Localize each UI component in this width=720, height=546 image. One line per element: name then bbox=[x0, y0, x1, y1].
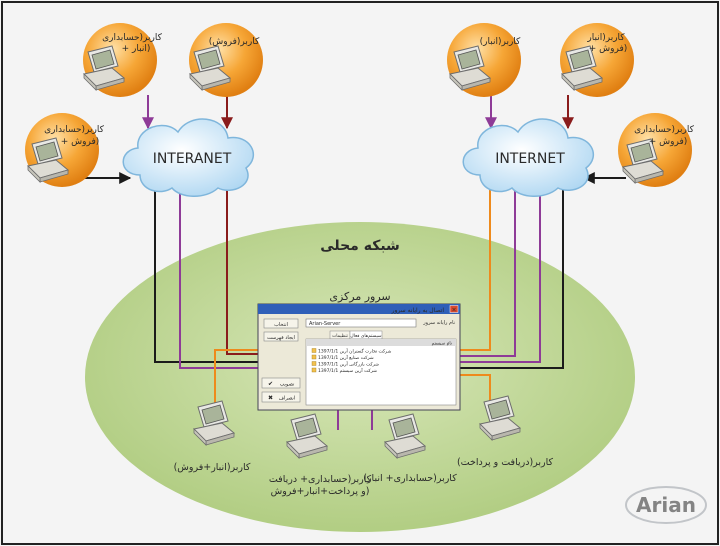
list-item[interactable]: شرکت بازرگانی آرین 1397/1/1 bbox=[311, 361, 379, 368]
intranet-cloud: INTERANET bbox=[122, 118, 255, 197]
refresh-button-label: ایجاد فهرست bbox=[267, 335, 295, 341]
browse-button[interactable] bbox=[263, 318, 299, 329]
user-label-2: و پرداخت+انبار+فروش) bbox=[271, 486, 370, 497]
remote-user-u2: کاربر(فروش) bbox=[189, 23, 263, 97]
list-header-label: نام سیستم bbox=[432, 342, 452, 347]
database-icon bbox=[311, 354, 317, 360]
watermark-text: Arian bbox=[636, 493, 696, 517]
database-icon bbox=[311, 367, 317, 373]
local-user-l1: کاربر(انبار+فروش) bbox=[174, 400, 251, 473]
user-label-2: + فروش) bbox=[649, 137, 688, 147]
tab-settings-label: تنظیمات bbox=[332, 334, 349, 339]
database-icon bbox=[311, 361, 317, 366]
local-user-l3: کاربر(حسابداری+ انبار) bbox=[363, 413, 457, 484]
database-icon bbox=[311, 348, 317, 353]
check-icon: ✔ bbox=[268, 381, 273, 388]
browse-button-label: انتخاب bbox=[274, 322, 288, 328]
remote-user-u4: کاربر(انبار) bbox=[447, 23, 521, 97]
list-item-label: شرکت صنایع آرین 1397/1/1 bbox=[318, 355, 374, 361]
cancel-button[interactable] bbox=[261, 391, 301, 403]
list-item-label: شرکت تجارت گستران آرین 1397/1/1 bbox=[318, 348, 392, 355]
list-item[interactable]: شرکت تجارت گستران آرین 1397/1/1 bbox=[311, 348, 392, 355]
local-user-l4: کاربر(دریافت و پرداخت) bbox=[457, 395, 554, 468]
user-label: کاربر(انبار bbox=[586, 33, 625, 43]
close-icon: × bbox=[451, 307, 456, 314]
intranet-label: INTERANET bbox=[153, 151, 232, 167]
internet-cloud: INTERNET bbox=[462, 118, 595, 197]
server-name-label: نام رایانه سرور bbox=[422, 320, 455, 326]
server-title: سرور مرکزی bbox=[329, 290, 390, 303]
user-label-2: + فروش) bbox=[61, 137, 100, 147]
remote-user-u6: کاربر(حسابداری + فروش) bbox=[618, 113, 695, 187]
user-label: کاربر(حسابداری bbox=[102, 33, 163, 43]
user-label: کاربر(انبار) bbox=[480, 37, 521, 47]
ok-button-label: تصویب bbox=[280, 382, 295, 388]
user-label: کاربر(حسابداری+ انبار) bbox=[363, 473, 457, 484]
user-label: کاربر(دریافت و پرداخت) bbox=[457, 457, 554, 468]
server-name-value: Arian-Server bbox=[309, 321, 341, 327]
list-item-label: شرکت بازرگانی آرین 1397/1/1 bbox=[318, 361, 379, 368]
dialog-close-button[interactable] bbox=[449, 305, 459, 313]
user-label-2: + فروش) bbox=[589, 44, 628, 54]
local-user-l2: کاربر(حسابداری+ دریافت و پرداخت+انبار+فر… bbox=[269, 413, 372, 497]
refresh-button[interactable] bbox=[263, 331, 299, 342]
remote-user-u1: کاربر(حسابداری + انبار) bbox=[83, 23, 163, 97]
internet-label: INTERNET bbox=[495, 151, 565, 167]
lan-title: شبکه محلی bbox=[320, 238, 400, 254]
user-label: کاربر(حسابداری+ دریافت bbox=[269, 474, 372, 485]
cancel-icon: ✖ bbox=[268, 395, 273, 402]
list-header bbox=[306, 339, 456, 346]
user-label: کاربر(حسابداری bbox=[44, 125, 105, 135]
list-item[interactable]: شرکت صنایع آرین 1397/1/1 bbox=[311, 354, 374, 361]
arian-logo: Arian bbox=[625, 486, 707, 524]
list-item-label: شرکت آرین سیستم 1397/1/1 bbox=[318, 368, 377, 374]
remote-user-u5: کاربر(انبار + فروش) bbox=[560, 23, 634, 97]
remote-user-u3: کاربر(حسابداری + فروش) bbox=[25, 113, 105, 187]
user-label: کاربر(فروش) bbox=[209, 37, 260, 47]
user-label: کاربر(انبار+فروش) bbox=[174, 462, 251, 473]
server-dialog: اتصال به رایانه سرور × نام رایانه سرور A… bbox=[257, 303, 461, 411]
server-name-input[interactable] bbox=[305, 318, 417, 328]
systems-list bbox=[305, 338, 457, 406]
tab-active-label: سیستم‌های فعال bbox=[350, 334, 381, 339]
user-label: کاربر(حسابداری bbox=[634, 125, 695, 135]
ok-button[interactable] bbox=[261, 377, 301, 389]
user-label-2: + انبار) bbox=[122, 44, 151, 54]
cancel-button-label: انصراف bbox=[279, 396, 295, 402]
list-item[interactable]: شرکت آرین سیستم 1397/1/1 bbox=[311, 367, 377, 374]
dialog-title: اتصال به رایانه سرور bbox=[391, 307, 445, 314]
